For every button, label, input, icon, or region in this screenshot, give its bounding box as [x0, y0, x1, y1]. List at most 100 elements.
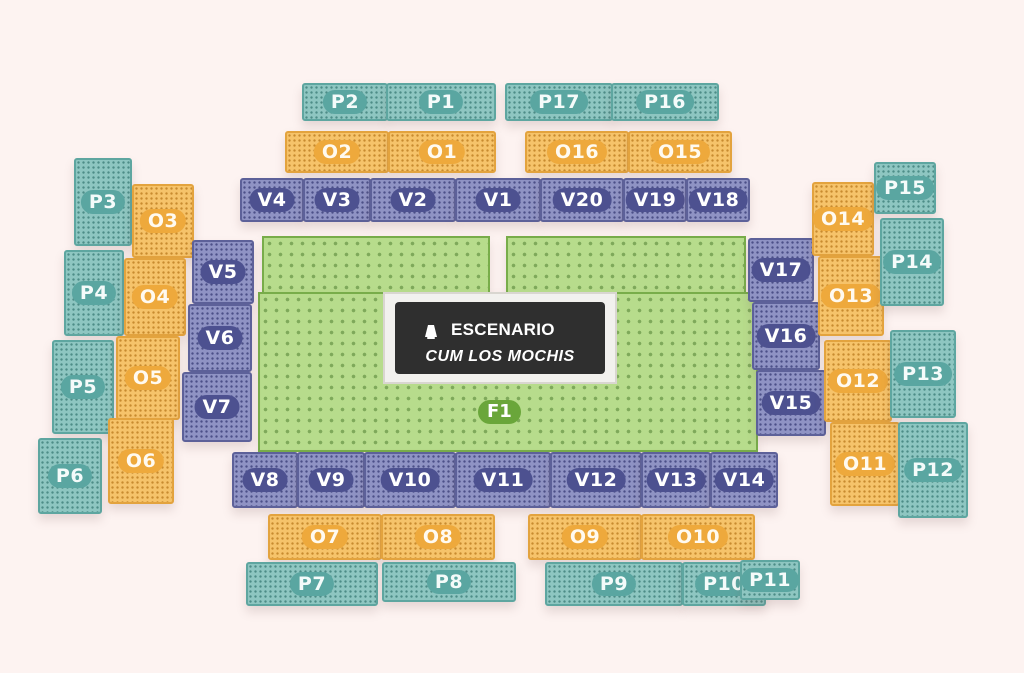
section-p8[interactable]: P8 — [382, 562, 516, 602]
section-o1[interactable]: O1 — [388, 131, 496, 173]
section-v8[interactable]: V8 — [232, 452, 298, 508]
section-label: P3 — [80, 190, 126, 214]
section-label: V10 — [380, 468, 440, 492]
section-p14[interactable]: P14 — [880, 218, 944, 306]
section-label: O11 — [834, 452, 896, 476]
section-label: V15 — [761, 391, 821, 415]
stage-light-icon — [425, 325, 437, 339]
section-o2[interactable]: O2 — [285, 131, 389, 173]
section-v11[interactable]: V11 — [455, 452, 551, 508]
section-p13[interactable]: P13 — [890, 330, 956, 418]
section-label: V7 — [194, 395, 240, 419]
section-f1-right[interactable] — [506, 236, 746, 296]
section-o5[interactable]: O5 — [116, 336, 180, 420]
section-label: O1 — [418, 140, 466, 164]
section-label: O13 — [820, 284, 882, 308]
section-o12[interactable]: O12 — [824, 340, 892, 422]
section-o9[interactable]: O9 — [528, 514, 642, 560]
section-v17[interactable]: V17 — [748, 238, 814, 302]
section-p16[interactable]: P16 — [611, 83, 719, 121]
section-label: P11 — [741, 568, 799, 592]
section-label: P2 — [322, 90, 368, 114]
section-o3[interactable]: O3 — [132, 184, 194, 258]
section-label: P7 — [289, 572, 335, 596]
section-label: O8 — [414, 525, 462, 549]
section-v18[interactable]: V18 — [686, 178, 750, 222]
section-v3[interactable]: V3 — [303, 178, 371, 222]
section-o4[interactable]: O4 — [124, 258, 186, 336]
section-p15[interactable]: P15 — [874, 162, 936, 214]
section-p2[interactable]: P2 — [302, 83, 388, 121]
section-v13[interactable]: V13 — [641, 452, 711, 508]
section-label: V8 — [242, 468, 288, 492]
section-label: O7 — [301, 525, 349, 549]
section-label: P8 — [426, 570, 472, 594]
section-v9[interactable]: V9 — [297, 452, 365, 508]
section-label: V12 — [566, 468, 626, 492]
section-label: O16 — [546, 140, 608, 164]
section-v16[interactable]: V16 — [752, 302, 820, 370]
section-label: V11 — [473, 468, 533, 492]
section-o16[interactable]: O16 — [525, 131, 629, 173]
section-label: O14 — [812, 207, 874, 231]
section-v15[interactable]: V15 — [756, 370, 826, 436]
section-p7[interactable]: P7 — [246, 562, 378, 606]
section-p1[interactable]: P1 — [386, 83, 496, 121]
section-v2[interactable]: V2 — [370, 178, 456, 222]
section-label: V6 — [197, 326, 243, 350]
section-label: V17 — [751, 258, 811, 282]
section-label: P14 — [883, 250, 941, 274]
section-o13[interactable]: O13 — [818, 256, 884, 336]
section-v14[interactable]: V14 — [710, 452, 778, 508]
section-o6[interactable]: O6 — [108, 418, 174, 504]
section-p11[interactable]: P11 — [740, 560, 800, 600]
section-label: O9 — [561, 525, 609, 549]
section-label: P1 — [418, 90, 464, 114]
section-o15[interactable]: O15 — [628, 131, 732, 173]
stage-subtitle: CUM LOS MOCHIS — [425, 348, 575, 365]
section-label: O2 — [313, 140, 361, 164]
stage-title: ESCENARIO — [451, 320, 555, 339]
section-label: P12 — [904, 458, 962, 482]
section-label: P17 — [530, 90, 588, 114]
section-o8[interactable]: O8 — [381, 514, 495, 560]
section-v6[interactable]: V6 — [188, 304, 252, 372]
section-label: V20 — [552, 188, 612, 212]
section-label: P5 — [60, 375, 106, 399]
section-label: V5 — [200, 260, 246, 284]
section-p12[interactable]: P12 — [898, 422, 968, 518]
section-label: V13 — [646, 468, 706, 492]
section-v19[interactable]: V19 — [623, 178, 687, 222]
section-label: V4 — [249, 188, 295, 212]
section-label: V18 — [688, 188, 748, 212]
section-v7[interactable]: V7 — [182, 372, 252, 442]
section-f1-left[interactable] — [262, 236, 490, 296]
section-v12[interactable]: V12 — [550, 452, 642, 508]
section-label: P6 — [47, 464, 93, 488]
section-p4[interactable]: P4 — [64, 250, 124, 336]
section-label: O12 — [827, 369, 889, 393]
section-p6[interactable]: P6 — [38, 438, 102, 514]
section-p9[interactable]: P9 — [545, 562, 683, 606]
section-v20[interactable]: V20 — [540, 178, 624, 222]
section-v1[interactable]: V1 — [455, 178, 541, 222]
section-p5[interactable]: P5 — [52, 340, 114, 434]
section-label: P15 — [876, 176, 934, 200]
section-v10[interactable]: V10 — [364, 452, 456, 508]
section-o14[interactable]: O14 — [812, 182, 874, 256]
section-label: V19 — [625, 188, 685, 212]
section-o7[interactable]: O7 — [268, 514, 382, 560]
section-p3[interactable]: P3 — [74, 158, 132, 246]
section-label: P13 — [894, 362, 952, 386]
stage: ESCENARIO CUM LOS MOCHIS — [395, 302, 605, 374]
section-label: V9 — [308, 468, 354, 492]
section-o10[interactable]: O10 — [641, 514, 755, 560]
section-label: V1 — [475, 188, 521, 212]
section-v5[interactable]: V5 — [192, 240, 254, 304]
section-label: V14 — [714, 468, 774, 492]
section-label: O4 — [131, 285, 179, 309]
section-o11[interactable]: O11 — [830, 422, 900, 506]
section-v4[interactable]: V4 — [240, 178, 304, 222]
section-label: V2 — [390, 188, 436, 212]
section-p17[interactable]: P17 — [505, 83, 613, 121]
